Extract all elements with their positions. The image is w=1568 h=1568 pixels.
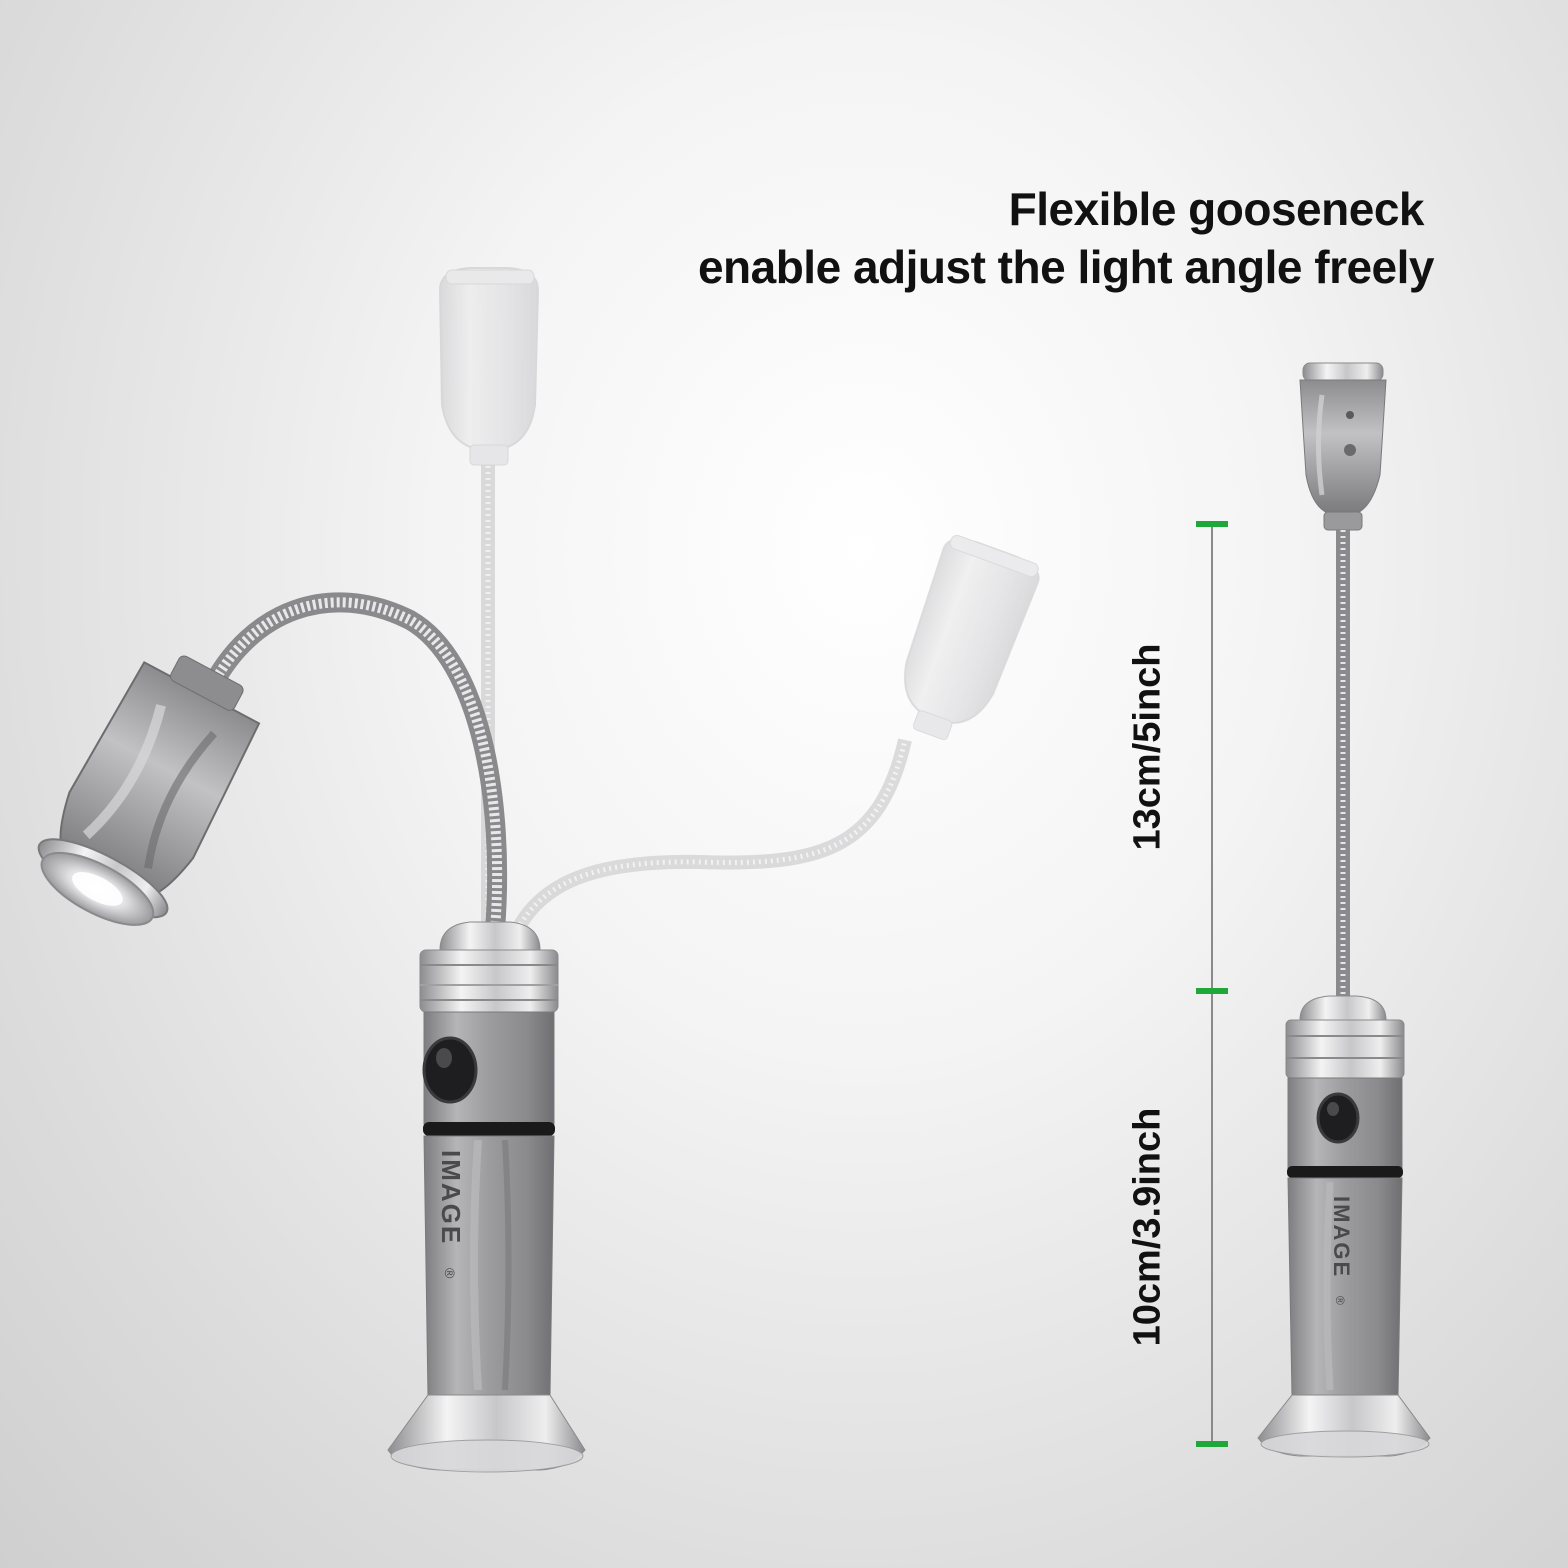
- measurement-bar: [1196, 521, 1228, 1447]
- main-power-button: [422, 1036, 478, 1104]
- main-lamp-body: [387, 921, 586, 1473]
- marker-middle: [1196, 988, 1228, 994]
- headline-line-2: enable adjust the light angle freely: [697, 241, 1435, 293]
- gooseneck-length-label: 13cm/5inch: [1126, 643, 1169, 851]
- main-lamp-head: [37, 655, 261, 926]
- main-brand-mark: IMAGE: [436, 1150, 466, 1245]
- marker-top: [1196, 521, 1228, 527]
- base-length-label: 10cm/3.9inch: [1126, 1107, 1169, 1347]
- headline-line-1: Flexible gooseneck: [1008, 183, 1425, 235]
- ghost-lamp-curved: [508, 534, 1040, 939]
- main-gooseneck: [201, 592, 508, 931]
- side-power-button: [1316, 1092, 1360, 1144]
- marker-bottom: [1196, 1441, 1228, 1447]
- side-lamp: [1257, 362, 1431, 1458]
- headline: Flexible gooseneck enable adjust the lig…: [697, 180, 1435, 296]
- side-brand-mark-symbol: ®: [1333, 1296, 1347, 1305]
- side-brand-mark: IMAGE: [1329, 1196, 1354, 1278]
- main-brand-mark-symbol: ®: [442, 1268, 458, 1279]
